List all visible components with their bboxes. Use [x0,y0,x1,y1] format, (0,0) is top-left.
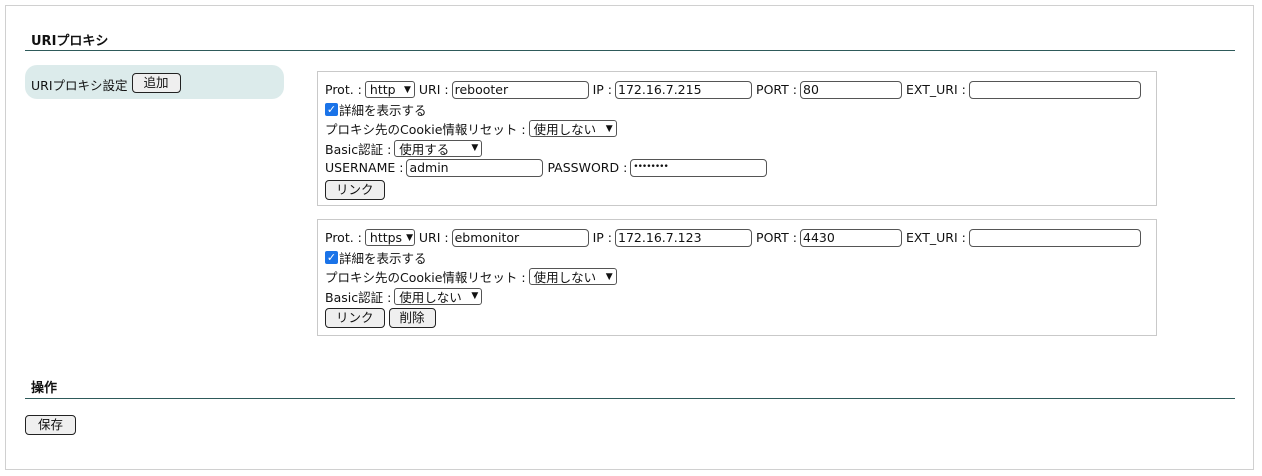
uri-input[interactable]: ebmonitor [451,228,589,247]
add-button[interactable]: 追加 [131,73,181,93]
cookie-reset-select[interactable]: 使用しない ▼ [528,268,617,286]
ip-label: IP : [592,82,613,98]
proxy-entry-main-row: Prot. : http ▼ URI : rebooter IP : 172.16… [325,80,1156,100]
cookie-reset-label: プロキシ先のCookie情報リセット : [325,270,526,286]
show-details-label: 詳細を表示する [339,102,427,118]
proxy-entry-card: Prot. : http ▼ URI : rebooter IP : 172.16… [317,71,1157,206]
password-label: PASSWORD : [547,160,628,176]
basic-auth-label: Basic認証 : [325,289,392,305]
basic-auth-select-value: 使用する [399,141,450,157]
username-input[interactable]: admin [406,158,544,177]
port-label: PORT : [756,82,798,98]
prot-label: Prot. : [325,82,362,98]
basic-auth-select-value: 使用しない [399,289,462,305]
prot-select-value: http [369,82,396,98]
port-input[interactable]: 4430 [800,228,903,247]
cookie-reset-row: プロキシ先のCookie情報リセット : 使用しない ▼ [325,267,1156,287]
show-details-label: 詳細を表示する [339,250,427,266]
ext-uri-input[interactable] [968,228,1141,247]
prot-select-value: https [369,230,403,246]
uri-proxy-setting-label: URIプロキシ設定 [31,78,128,93]
chevron-down-icon: ▼ [471,143,479,154]
save-button[interactable]: 保存 [25,415,77,435]
prot-label: Prot. : [325,230,362,246]
credentials-row: USERNAME : admin PASSWORD : •••••••• [325,158,1156,178]
cookie-reset-select-value: 使用しない [533,122,597,138]
link-button[interactable]: リンク [325,308,385,328]
basic-auth-row: Basic認証 : 使用しない ▼ [325,287,1156,307]
chevron-down-icon: ▼ [605,123,613,134]
uri-proxy-setting-panel: URIプロキシ設定 追加 [25,65,284,99]
show-details-checkbox[interactable]: ✓ [325,250,338,264]
ip-label: IP : [592,230,613,246]
section-divider [25,50,1235,51]
username-label: USERNAME : [325,160,404,176]
link-button[interactable]: リンク [325,179,385,200]
basic-auth-select[interactable]: 使用する ▼ [394,139,483,157]
section-divider [25,398,1235,399]
prot-select[interactable]: https▼ [364,229,415,247]
section-title-uri-proxy: URIプロキシ [31,34,109,49]
show-details-row: ✓ 詳細を表示する [325,248,1156,268]
ext-uri-input[interactable] [968,80,1141,99]
proxy-entry-card: Prot. : https▼ URI : ebmonitor IP : 172.… [317,219,1157,336]
cookie-reset-select-value: 使用しない [533,270,597,286]
chevron-down-icon: ▼ [406,232,413,243]
delete-button[interactable]: 削除 [388,308,436,328]
ip-input[interactable]: 172.16.7.123 [615,228,753,247]
basic-auth-select[interactable]: 使用しない ▼ [394,287,483,305]
port-label: PORT : [756,230,798,246]
ext-uri-label: EXT_URI : [906,82,966,98]
page-frame [5,5,1254,470]
entry-actions: リンク [325,178,1156,202]
section-title-operation: 操作 [31,381,58,396]
uri-label: URI : [418,82,449,98]
cookie-reset-label: プロキシ先のCookie情報リセット : [325,122,526,138]
ext-uri-label: EXT_URI : [906,230,966,246]
uri-input[interactable]: rebooter [451,80,589,99]
basic-auth-label: Basic認証 : [325,141,392,157]
prot-select[interactable]: http ▼ [364,81,415,99]
proxy-entry-main-row: Prot. : https▼ URI : ebmonitor IP : 172.… [325,228,1156,248]
cookie-reset-select[interactable]: 使用しない ▼ [528,120,617,138]
ip-input[interactable]: 172.16.7.215 [615,80,753,99]
uri-label: URI : [418,230,449,246]
chevron-down-icon: ▼ [471,291,479,302]
port-input[interactable]: 80 [800,80,903,99]
cookie-reset-row: プロキシ先のCookie情報リセット : 使用しない ▼ [325,119,1156,139]
chevron-down-icon: ▼ [403,84,411,95]
chevron-down-icon: ▼ [605,271,613,282]
show-details-checkbox[interactable]: ✓ [325,102,338,116]
basic-auth-row: Basic認証 : 使用する ▼ [325,139,1156,159]
password-input[interactable]: •••••••• [630,158,768,177]
show-details-row: ✓ 詳細を表示する [325,100,1156,120]
entry-actions: リンク 削除 [325,306,1156,330]
